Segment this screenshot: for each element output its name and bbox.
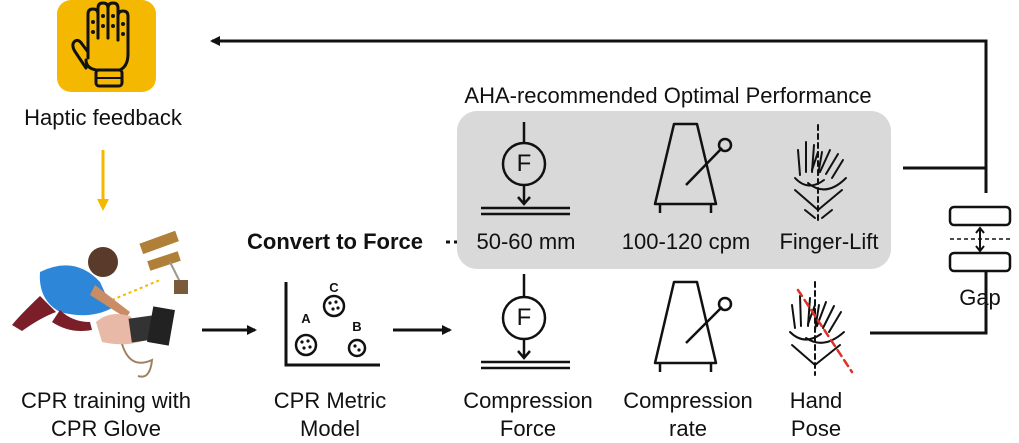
cpr-training-photo [12, 230, 188, 378]
optimal-panel [457, 111, 891, 269]
force-f-label-bottom: F [516, 304, 532, 331]
metronome-icon [653, 122, 733, 213]
metric-model-label-line1: CPR Metric [273, 388, 387, 413]
gap-icon [948, 205, 1012, 273]
metronome-icon [653, 280, 733, 372]
force-f-label-top: F [516, 150, 532, 177]
hand-pose-line2: Pose [790, 416, 842, 441]
optimal-panel-title: AHA-recommended Optimal Performance [464, 83, 872, 108]
compression-rate-label: Compression rate [610, 387, 766, 443]
hand-pose-label: Hand Pose [770, 387, 862, 443]
compression-rate-line2: rate [669, 416, 707, 441]
compression-force-line1: Compression [463, 388, 593, 413]
haptic-feedback-label: Haptic feedback [24, 105, 182, 130]
gap-label: Gap [959, 285, 1001, 310]
compression-force-line2: Force [499, 416, 557, 441]
cluster-label-c: C [329, 280, 339, 295]
cluster-label-a: A [301, 311, 311, 326]
metric-model-label-line2: Model [300, 416, 360, 441]
hand-pose-icon [789, 281, 854, 376]
training-label-line1: CPR training with [21, 388, 191, 413]
cluster-label-b: B [352, 319, 362, 334]
metric-model-icon [284, 282, 380, 367]
training-label-line2: CPR Glove [50, 416, 162, 441]
convert-to-force-label: Convert to Force [247, 229, 424, 254]
robot-hand-icon [57, 0, 156, 92]
training-label: CPR training with CPR Glove [0, 387, 212, 443]
optimal-fingerlift-label: Finger-Lift [779, 229, 879, 254]
hand-pose-icon [794, 124, 847, 221]
force-gauge-icon [481, 122, 570, 216]
optimal-rate-label: 100-120 cpm [621, 229, 751, 254]
pose-to-gap-line [870, 272, 988, 335]
hand-pose-line1: Hand [789, 388, 843, 413]
compression-force-label: Compression Force [450, 387, 606, 443]
optimal-depth-label: 50-60 mm [476, 229, 576, 254]
compression-rate-line1: Compression [623, 388, 753, 413]
metric-model-label: CPR Metric Model [255, 387, 405, 443]
feedback-arrow [210, 36, 988, 193]
force-gauge-icon [481, 274, 570, 370]
